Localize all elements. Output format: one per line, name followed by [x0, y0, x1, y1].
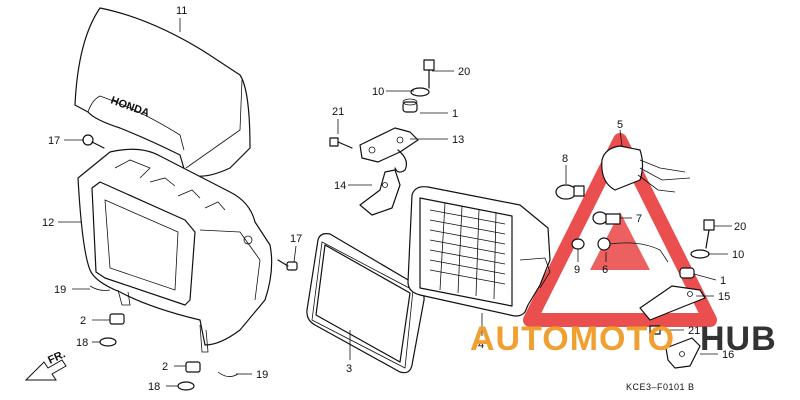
callout-13: 13	[452, 134, 464, 146]
callout-2-left: 2	[80, 315, 86, 327]
dust-cover-part	[601, 145, 691, 193]
callout-15: 15	[718, 291, 730, 303]
socket-part-7	[592, 211, 621, 225]
watermark-text: AUTOMOTO HUB	[470, 320, 777, 358]
upper-bolt-stack	[402, 59, 435, 113]
callout-21-upper: 21	[332, 106, 344, 118]
callout-17-upper: 17	[48, 135, 60, 147]
callout-3: 3	[346, 363, 352, 375]
callout-16: 16	[722, 349, 734, 361]
callout-2-mid: 2	[162, 361, 168, 373]
lower-mid-mount	[177, 361, 239, 391]
callout-20-upper: 20	[458, 66, 470, 78]
watermark-triangle	[523, 133, 717, 327]
callout-7: 7	[636, 213, 642, 225]
bolt-17-upper	[82, 134, 105, 149]
watermark-part2: HUB	[700, 320, 777, 358]
callout-1-upper: 1	[452, 108, 458, 120]
bolt-21-upper	[329, 137, 353, 149]
callout-5: 5	[617, 119, 623, 131]
callout-14: 14	[334, 180, 346, 192]
callout-6: 6	[602, 264, 608, 276]
callout-19-mid: 19	[256, 369, 268, 381]
leader-lines	[58, 70, 732, 387]
callout-11: 11	[176, 5, 187, 17]
front-direction-arrow: FR.	[24, 348, 67, 381]
callout-19-left: 19	[54, 284, 66, 296]
bolt-17-lower	[277, 259, 298, 271]
callout-21-lower: 21	[688, 325, 700, 337]
callout-4: 4	[478, 339, 484, 351]
bulb-part-8	[555, 184, 585, 200]
callout-17-lower: 17	[290, 233, 302, 245]
wire-harness-part-6	[597, 237, 669, 263]
side-bracket-part	[359, 169, 401, 216]
callout-20-lower: 20	[734, 221, 746, 233]
lower-left-mount	[89, 285, 125, 347]
right-bolt-stack	[679, 219, 715, 279]
gasket-part	[306, 233, 425, 374]
diagram-code: KCE3–F0101 B	[626, 382, 695, 392]
visor-part: HONDA	[74, 7, 251, 177]
callout-18-mid: 18	[148, 381, 160, 393]
watermark-part1: AUTOMOTO	[470, 320, 675, 358]
callout-10-upper: 10	[372, 86, 384, 98]
upper-bracket-part	[359, 127, 419, 173]
callout-labels: 11 20 10 1 21 13 17 14 12 5 8 7 20 17 9 …	[42, 5, 746, 393]
headlight-case-part	[77, 148, 273, 353]
callout-9: 9	[574, 264, 580, 276]
callout-18-left: 18	[76, 337, 88, 349]
headlight-unit-part	[407, 186, 551, 317]
callout-8: 8	[562, 153, 568, 165]
callout-10-lower: 10	[732, 249, 744, 261]
bulb-part-9	[571, 238, 585, 250]
bracket-16	[665, 337, 701, 369]
callout-12: 12	[42, 217, 54, 229]
callout-1-lower: 1	[720, 275, 726, 287]
mount-bracket-15	[639, 285, 706, 321]
